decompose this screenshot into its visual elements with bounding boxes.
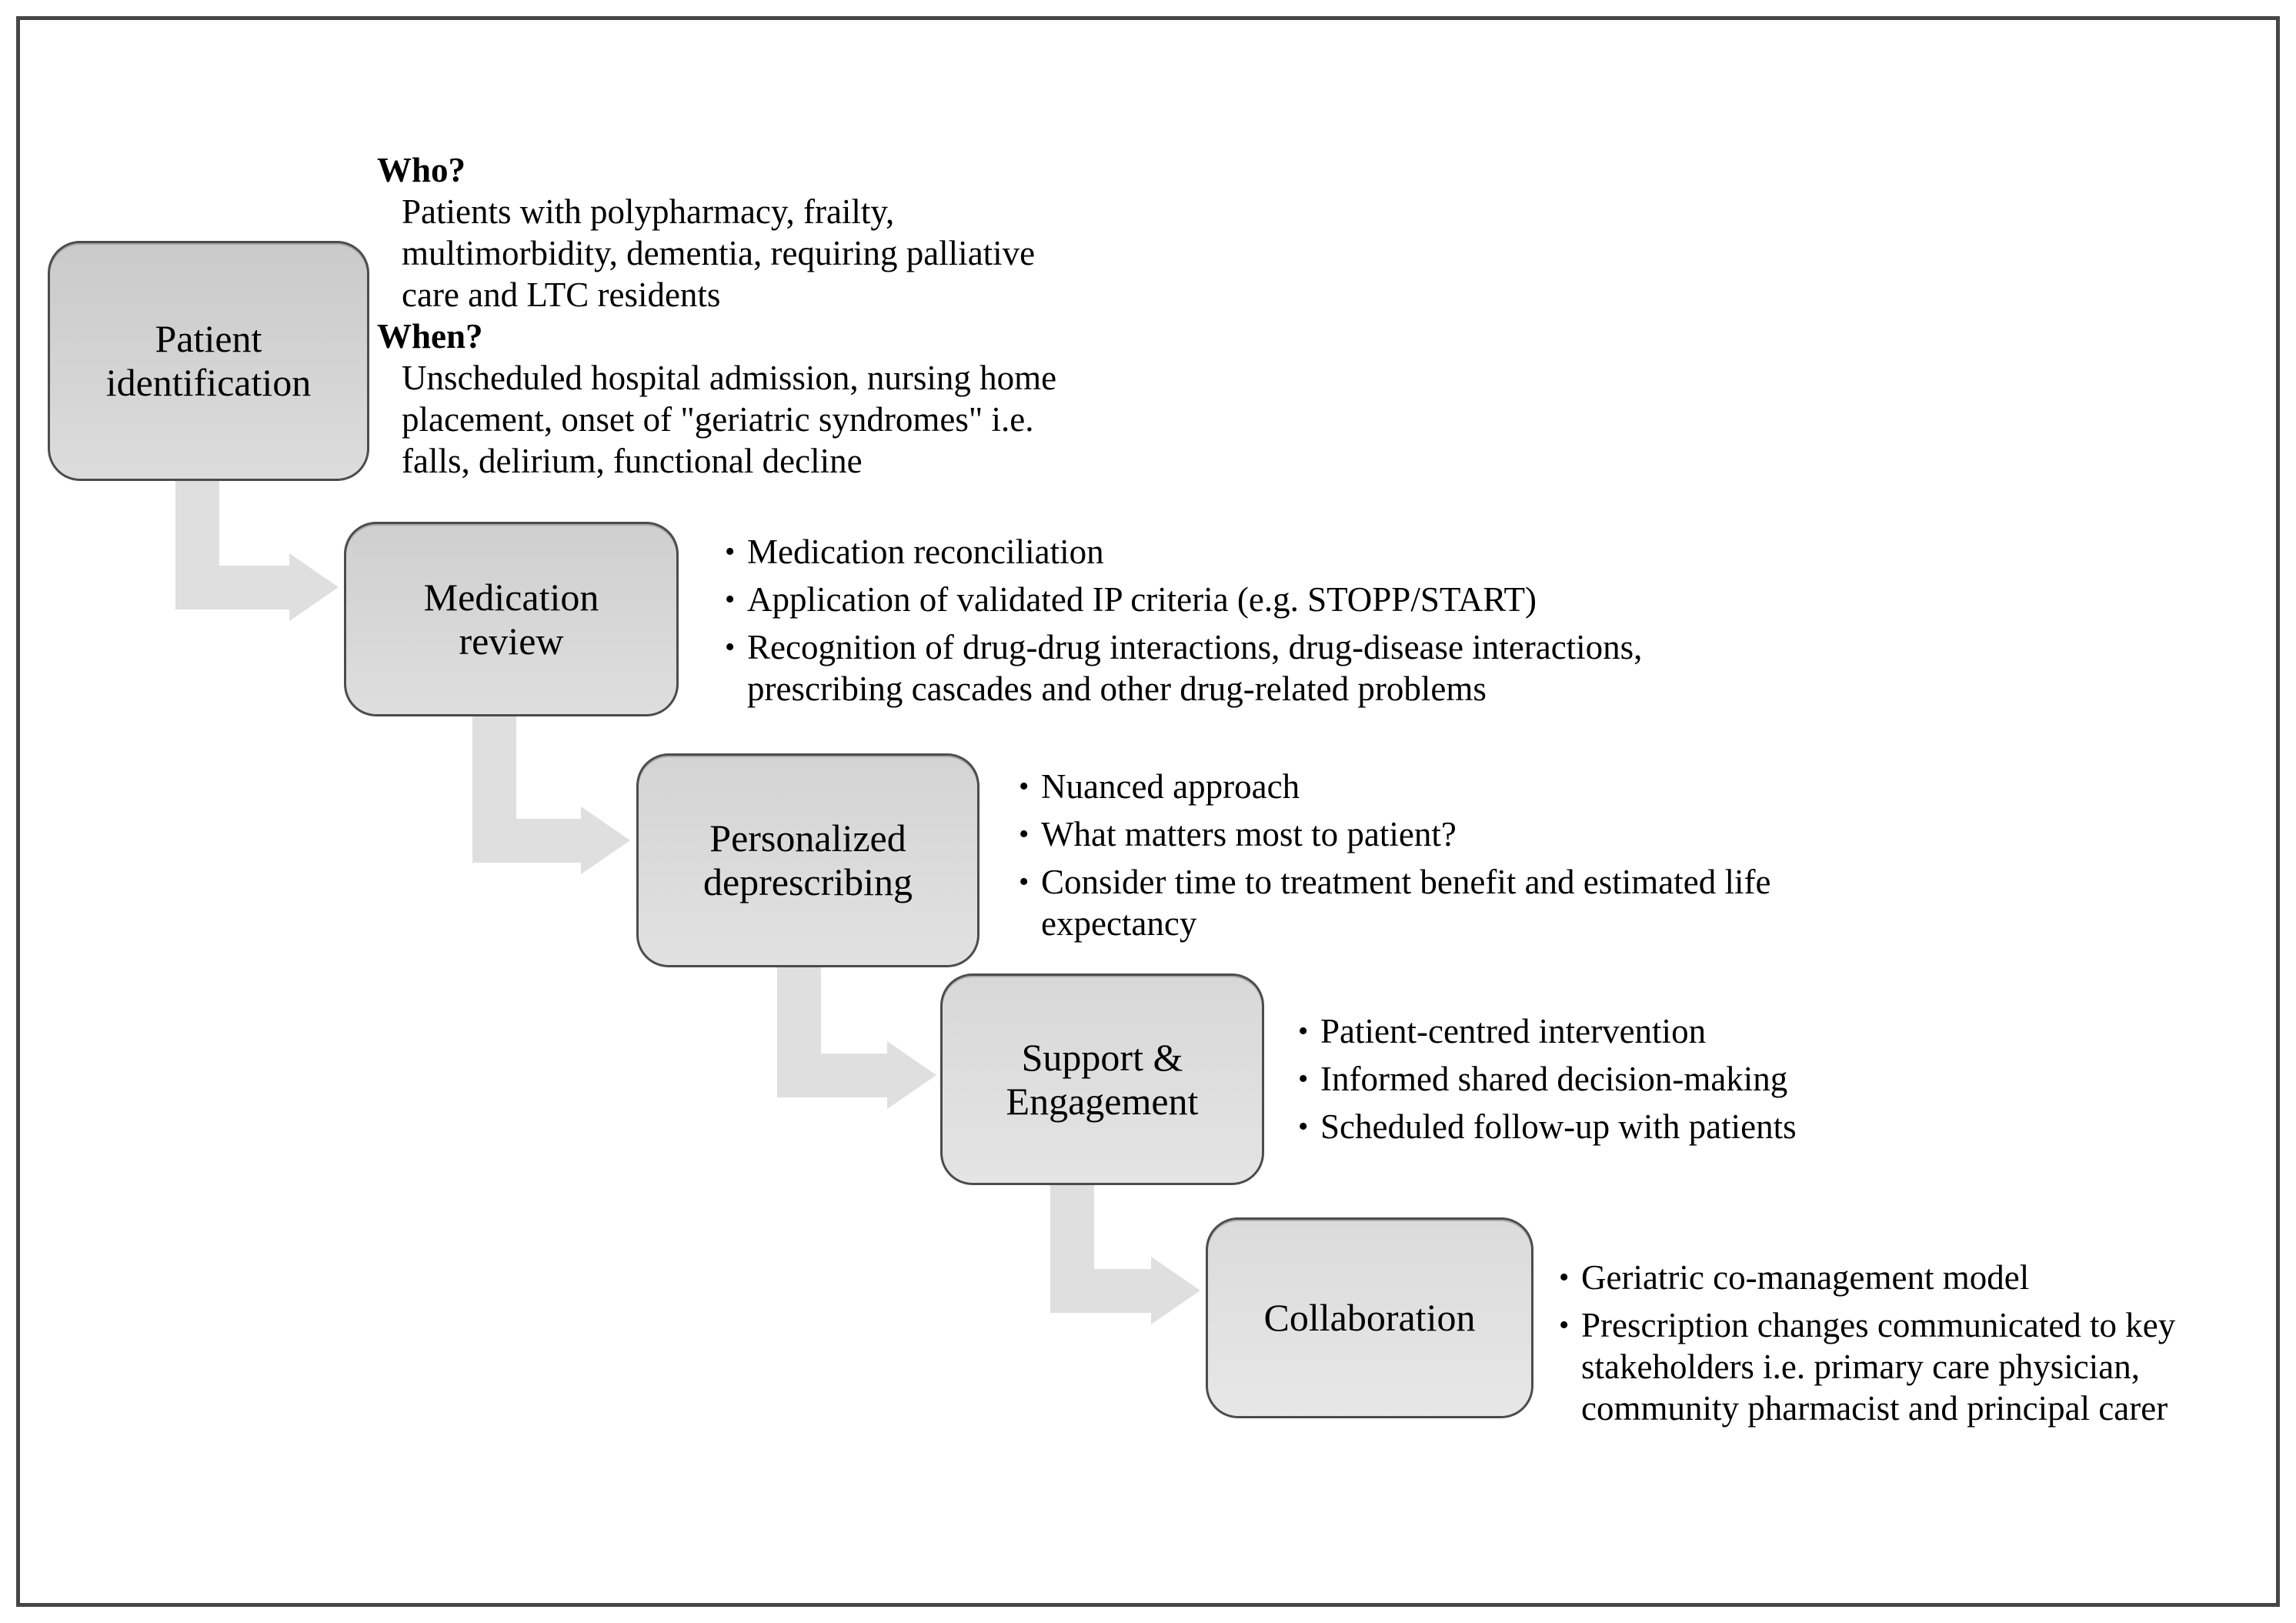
bullet-text: Informed shared decision-making — [1320, 1060, 1788, 1098]
bullet-text: Geriatric co-management model — [1581, 1258, 2030, 1297]
bullet-marker: • — [1298, 1015, 1309, 1047]
bullet-text: Application of validated IP criteria (e.… — [747, 580, 1537, 619]
bullet-text: Medication reconciliation — [747, 533, 1104, 571]
bullet-text: Nuanced approach — [1041, 767, 1300, 806]
detail-heading-when: When? — [377, 317, 483, 356]
step-bullets-medication-review: • Medication reconciliation • Applicatio… — [725, 531, 1642, 716]
bullet-item: • Informed shared decision-making — [1298, 1058, 1797, 1100]
flow-arrow-step4-to-step5 — [1050, 1184, 1200, 1324]
bullet-marker: • — [1298, 1110, 1309, 1143]
detail-paragraph-when: Unscheduled hospital admission, nursing … — [402, 359, 1057, 480]
bullet-text: Recognition of drug-drug interactions, d… — [747, 628, 1643, 708]
step-details-patient-identification: Who? Patients with polypharmacy, frailty… — [377, 149, 1056, 482]
step-bullets-personalized-deprescribing: • Nuanced approach • What matters most t… — [1019, 766, 1770, 950]
step-label: Personalized deprescribing — [702, 817, 913, 903]
bullet-marker: • — [1019, 818, 1030, 850]
bullet-marker: • — [1019, 770, 1030, 803]
bullet-text: Consider time to treatment benefit and e… — [1041, 863, 1771, 943]
bullet-text: Scheduled follow-up with patients — [1320, 1107, 1797, 1146]
bullet-item: • Recognition of drug-drug interactions,… — [725, 626, 1642, 710]
flow-arrow-step2-to-step3 — [472, 715, 630, 874]
bullet-marker: • — [1298, 1063, 1309, 1095]
bullet-marker: • — [1019, 866, 1030, 898]
step-bullets-collaboration: • Geriatric co-management model • Prescr… — [1559, 1257, 2175, 1435]
bullet-item: • Application of validated IP criteria (… — [725, 579, 1642, 620]
bullet-text: Prescription changes communicated to key… — [1581, 1306, 2176, 1428]
bullet-item: • Patient-centred intervention — [1298, 1010, 1797, 1052]
step-box-collaboration: Collaboration — [1206, 1217, 1533, 1418]
step-label: Support & Engagement — [1006, 1035, 1199, 1123]
bullet-marker: • — [1559, 1309, 1570, 1341]
step-box-medication-review: Medication review — [344, 522, 679, 716]
flow-arrow-step1-to-step2 — [175, 479, 339, 621]
bullet-marker: • — [725, 631, 736, 663]
bullet-item: • Nuanced approach — [1019, 766, 1770, 807]
bullet-marker: • — [725, 536, 736, 568]
flow-arrow-step3-to-step4 — [777, 966, 936, 1109]
step-bullets-support-engagement: • Patient-centred intervention • Informe… — [1298, 1010, 1797, 1154]
step-label: Medication review — [423, 575, 599, 663]
detail-heading-who: Who? — [377, 151, 466, 189]
bullet-item: • Medication reconciliation — [725, 531, 1642, 573]
bullet-item: • Prescription changes communicated to k… — [1559, 1304, 2175, 1429]
bullet-item: • What matters most to patient? — [1019, 813, 1770, 855]
step-label: Patient identification — [105, 317, 312, 404]
bullet-item: • Consider time to treatment benefit and… — [1019, 861, 1770, 944]
bullet-item: • Scheduled follow-up with patients — [1298, 1106, 1797, 1147]
bullet-item: • Geriatric co-management model — [1559, 1257, 2175, 1298]
step-label: Collaboration — [1263, 1296, 1476, 1339]
detail-paragraph-who: Patients with polypharmacy, frailty, mul… — [402, 192, 1036, 314]
bullet-marker: • — [725, 583, 736, 616]
diagram-border-frame — [16, 16, 2280, 1607]
step-box-personalized-deprescribing: Personalized deprescribing — [636, 753, 979, 967]
step-box-patient-identification: Patient identification — [48, 241, 369, 481]
bullet-text: Patient-centred intervention — [1320, 1012, 1707, 1050]
bullet-marker: • — [1559, 1261, 1570, 1294]
bullet-text: What matters most to patient? — [1041, 815, 1457, 853]
step-box-support-engagement: Support & Engagement — [940, 973, 1264, 1185]
